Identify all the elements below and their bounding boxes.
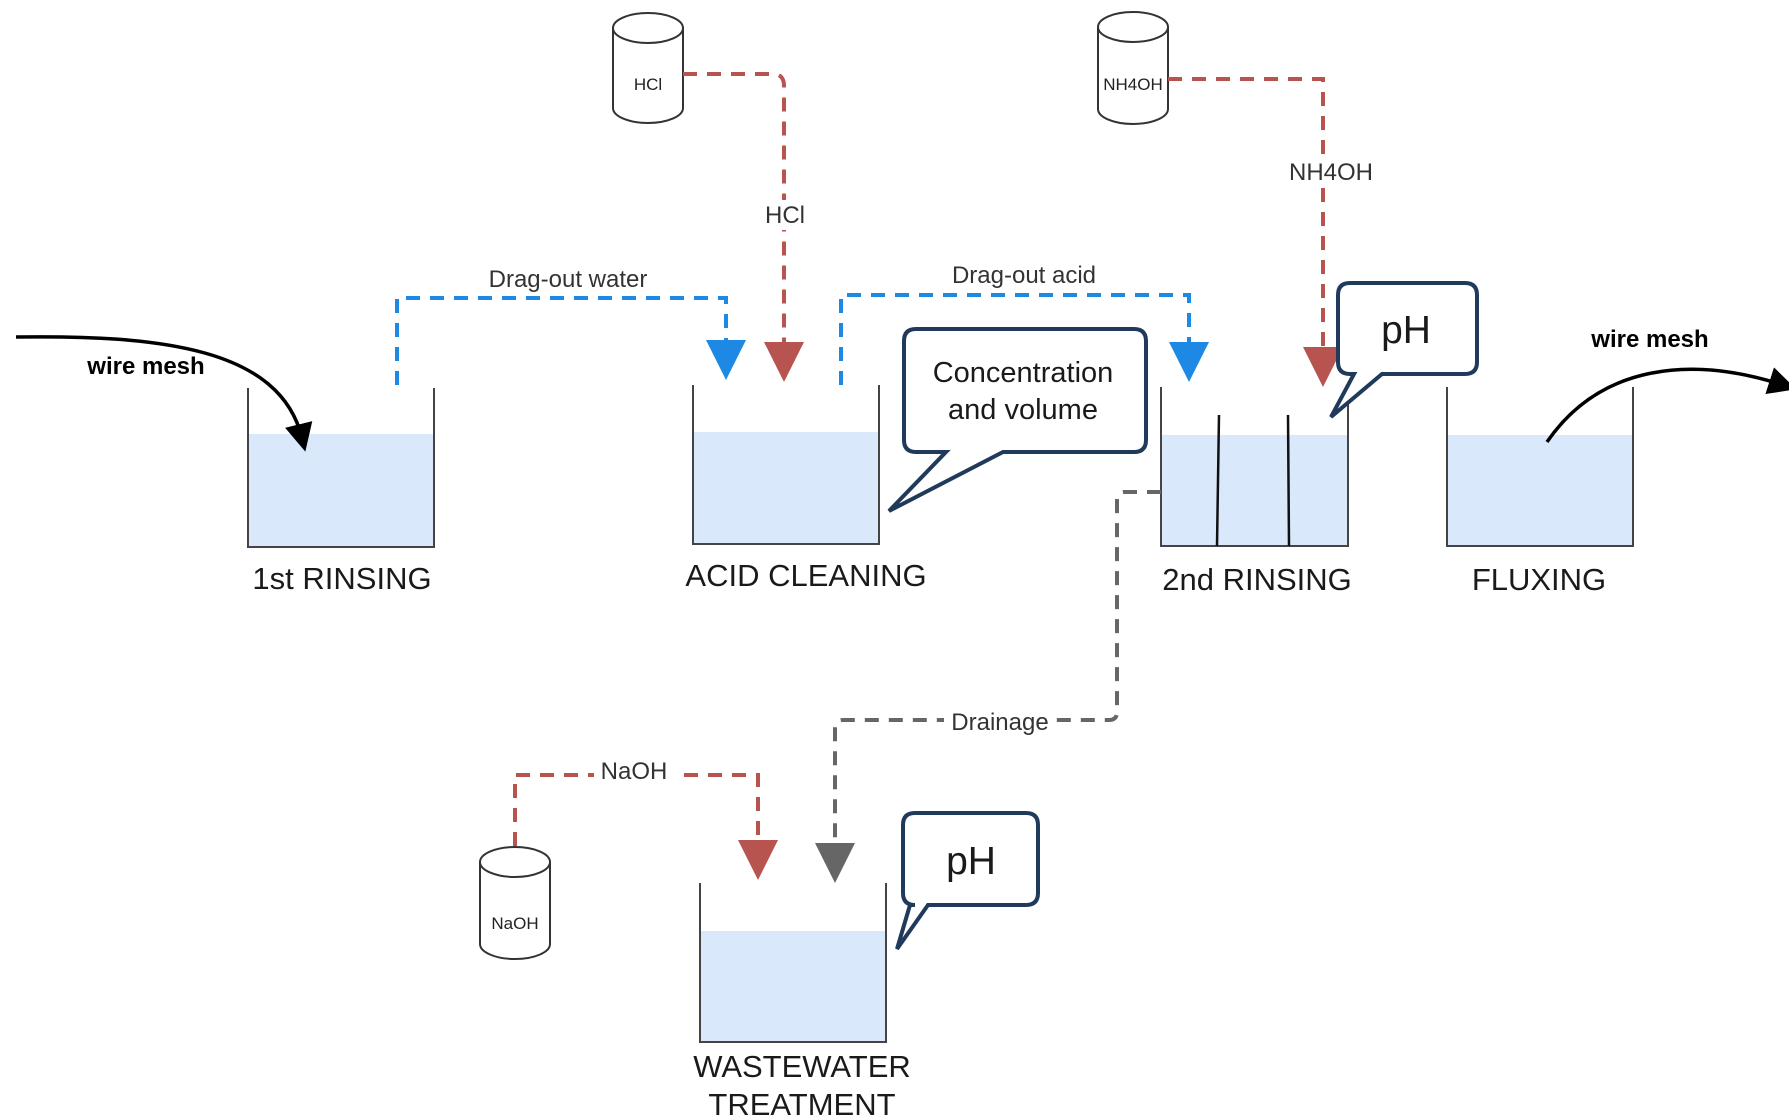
tank-outline bbox=[692, 385, 880, 545]
water-fill bbox=[693, 432, 879, 544]
flow-label-naoh: NaOH bbox=[601, 758, 668, 785]
label-bg bbox=[1282, 157, 1378, 187]
water-fill bbox=[1161, 435, 1348, 546]
drum-naoh-icon bbox=[479, 846, 551, 960]
tank-acid-cleaning bbox=[692, 385, 880, 545]
water-fill bbox=[248, 434, 434, 547]
tank-label-treatment: TREATMENT bbox=[708, 1087, 895, 1120]
flow-label-dragout-acid: Drag-out acid bbox=[952, 262, 1096, 289]
label-bg bbox=[470, 264, 670, 294]
callout-ph-wastewater bbox=[895, 811, 1040, 951]
water-fill bbox=[700, 931, 886, 1042]
callout-ph-rinsing bbox=[1329, 281, 1479, 419]
drum-label-naoh: NaOH bbox=[491, 914, 538, 933]
label-bg bbox=[944, 707, 1056, 737]
hcl-flow bbox=[683, 72, 804, 382]
label-bg bbox=[760, 200, 808, 230]
drainage-flow bbox=[815, 490, 1161, 883]
tank-label-acid-cleaning: ACID CLEANING bbox=[685, 558, 926, 593]
flow-label-hcl: HCl bbox=[765, 202, 805, 229]
nh4oh-flow bbox=[1168, 77, 1343, 387]
divider-right bbox=[1286, 414, 1291, 547]
label-bg bbox=[935, 260, 1115, 290]
drum-hcl-icon bbox=[612, 12, 684, 124]
wire-mesh-out-arrow bbox=[1545, 367, 1789, 443]
tank-fluxing bbox=[1446, 387, 1634, 547]
tank-1st-rinsing bbox=[247, 388, 435, 548]
dragout-water-flow bbox=[395, 296, 746, 385]
label-bg bbox=[594, 757, 674, 787]
flow-label-dragout-water: Drag-out water bbox=[489, 266, 648, 293]
tank-wastewater-treatment bbox=[699, 883, 887, 1043]
tank-label-wastewater: WASTEWATER bbox=[693, 1049, 911, 1084]
callout-ph-rinsing-text: pH bbox=[1381, 309, 1431, 352]
tank-outline bbox=[1160, 387, 1349, 547]
drum-label-hcl: HCl bbox=[634, 75, 662, 94]
tank-outline bbox=[699, 883, 887, 1043]
drum-label-nh4oh: NH4OH bbox=[1103, 75, 1163, 94]
divider-left bbox=[1215, 414, 1221, 547]
tank-2nd-rinsing bbox=[1160, 387, 1349, 547]
tank-label-fluxing: FLUXING bbox=[1472, 562, 1606, 597]
tank-label-2nd-rinsing: 2nd RINSING bbox=[1162, 562, 1352, 597]
wire-mesh-out-label: wire mesh bbox=[1590, 326, 1708, 353]
callout-ph-wastewater-text: pH bbox=[946, 840, 996, 883]
callout-concentration bbox=[887, 327, 1148, 513]
flow-label-drainage: Drainage bbox=[951, 709, 1048, 736]
wire-mesh-in-label: wire mesh bbox=[86, 353, 204, 380]
naoh-flow bbox=[513, 773, 778, 880]
flow-label-nh4oh: NH4OH bbox=[1289, 159, 1373, 186]
tank-label-1st-rinsing: 1st RINSING bbox=[252, 561, 431, 596]
dragout-acid-flow bbox=[839, 293, 1209, 385]
tank-outline bbox=[247, 388, 435, 548]
tank-outline bbox=[1446, 387, 1634, 547]
water-fill bbox=[1447, 435, 1633, 546]
wire-mesh-in-arrow bbox=[15, 335, 313, 452]
drum-nh4oh-icon bbox=[1097, 11, 1169, 125]
callout-concentration-line1: Concentration bbox=[933, 357, 1114, 389]
callout-concentration-line2: and volume bbox=[948, 394, 1098, 426]
